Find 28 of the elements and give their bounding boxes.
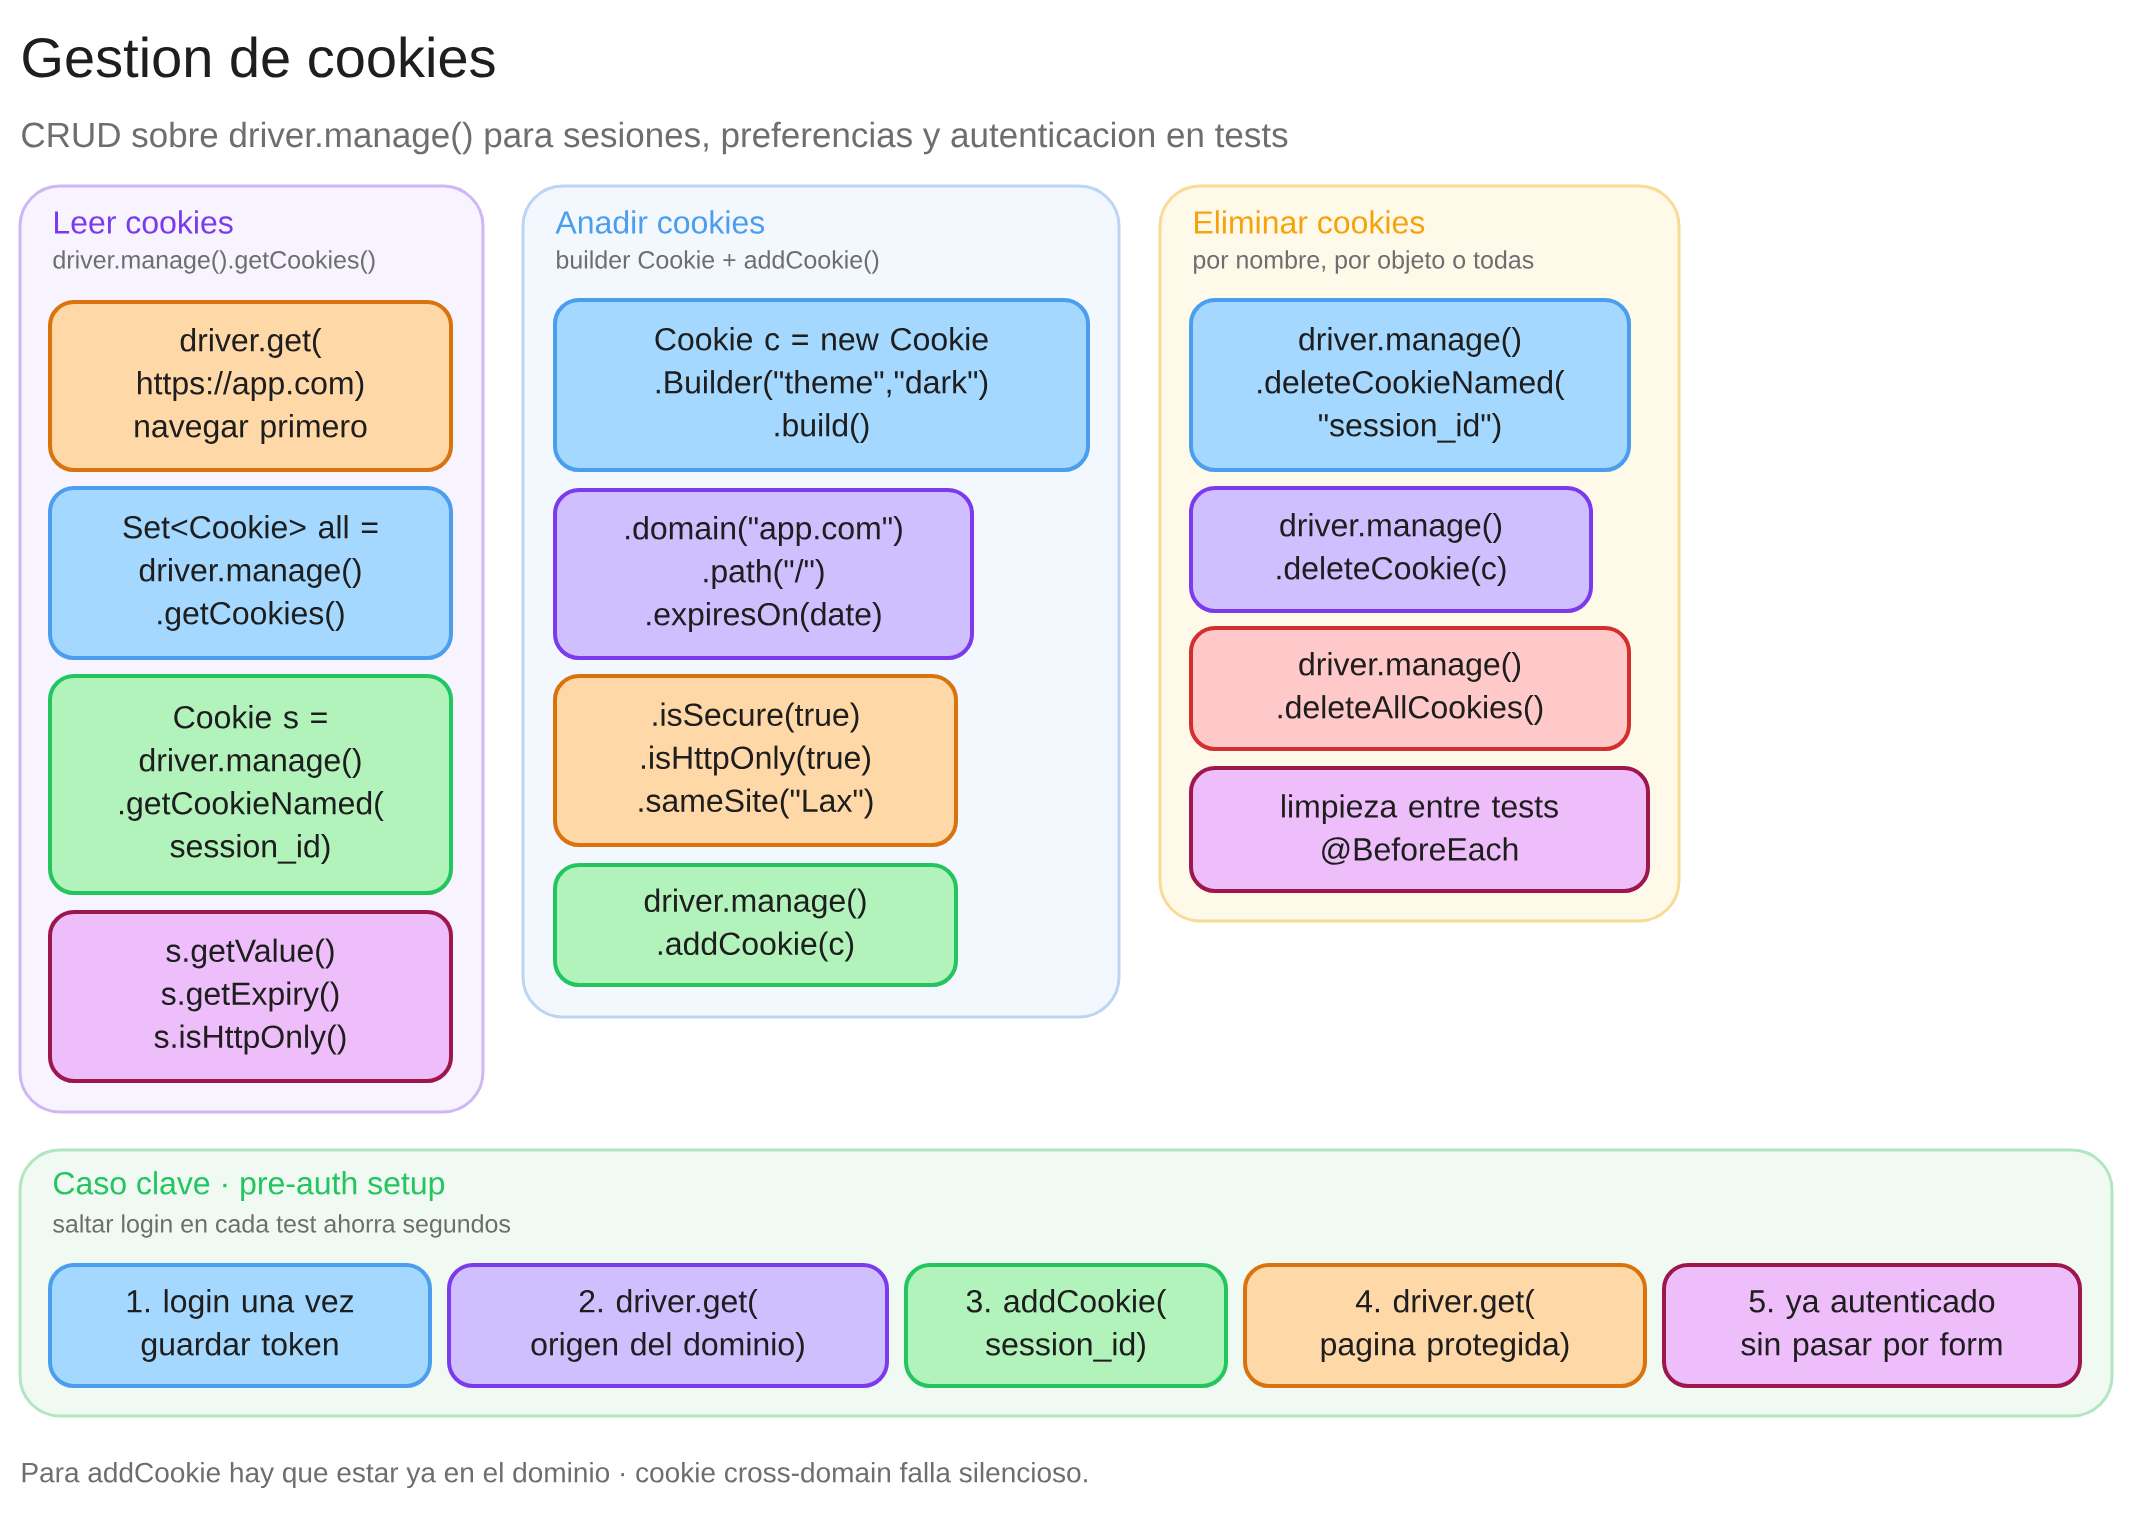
code-box: driver.manage() .deleteAllCookies() <box>1189 626 1631 751</box>
code-box: Set<Cookie> all = driver.manage() .getCookies() <box>48 486 453 660</box>
step-box: 1. login una vez guardar token <box>48 1263 432 1388</box>
step-box: 2. driver.get( origen del dominio) <box>447 1263 889 1388</box>
code-box: .domain("app.com") .path("/") .expiresOn(date) <box>553 488 974 660</box>
code-box: driver.get( https://app.com) navegar primero <box>48 300 453 472</box>
panel-heading: Eliminar cookies <box>1195 210 1425 234</box>
step-box: 3. addCookie( session_id) <box>904 1263 1228 1388</box>
code-box: limpieza entre tests @BeforeEach <box>1189 766 1650 893</box>
code-box: driver.manage() .addCookie(c) <box>553 863 958 987</box>
footnote: Para addCookie hay que estar ya en el dominio · cookie cross-domain falla silencioso. <box>22 1461 1087 1489</box>
code-box: .isSecure(true) .isHttpOnly(true) .sameSite("Lax") <box>553 674 958 847</box>
panel-heading: Caso clave · pre-auth setup <box>54 1171 445 1201</box>
code-box: s.getValue() s.getExpiry() s.isHttpOnly() <box>48 910 453 1083</box>
code-box: Cookie c = new Cookie .Builder("theme","dark") .build() <box>553 298 1090 472</box>
title: Gestion de cookies <box>23 36 495 78</box>
step-box: 4. driver.get( pagina protegida) <box>1243 1263 1647 1388</box>
subtitle: CRUD sobre driver.manage() para sesiones, preferencias y autenticacion en tests <box>22 121 1288 155</box>
code-box: driver.manage() .deleteCookie(c) <box>1189 486 1593 613</box>
panel-subtitle: por nombre, por objeto o todas <box>1194 250 1534 274</box>
panel-heading: Anadir cookies <box>555 210 765 234</box>
step-box: 5. ya autenticado sin pasar por form <box>1662 1263 2082 1388</box>
panel-subtitle: builder Cookie + addCookie() <box>557 250 879 274</box>
code-box: Cookie s = driver.manage() .getCookieNamed( session_id) <box>48 674 453 895</box>
panel-subtitle: driver.manage().getCookies() <box>53 250 375 274</box>
panel-heading: Leer cookies <box>55 210 233 234</box>
panel-subtitle: saltar login en cada test ahorra segundos <box>53 1214 511 1238</box>
code-box: driver.manage() .deleteCookieNamed( "session_id") <box>1189 298 1631 472</box>
